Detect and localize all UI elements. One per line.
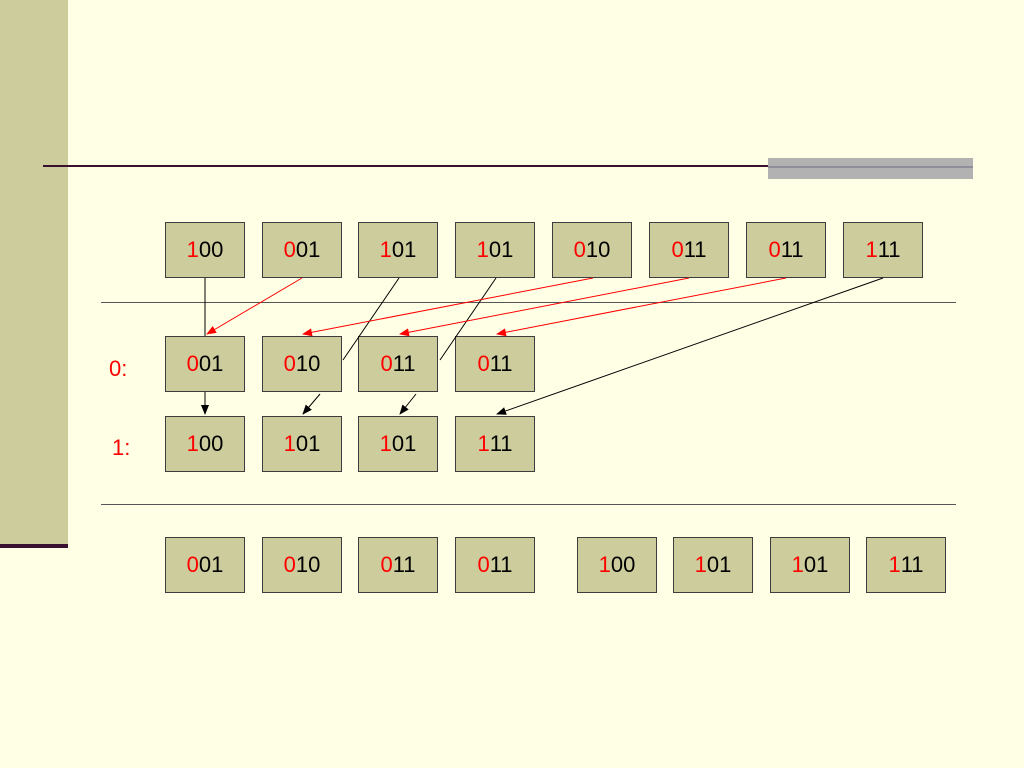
rest-bits: 01 xyxy=(706,552,732,577)
rest-bits: 10 xyxy=(295,552,321,577)
rest-bits: 01 xyxy=(803,552,829,577)
lead-bit: 0 xyxy=(477,351,490,376)
lead-bit: 0 xyxy=(768,237,781,262)
arrow-line xyxy=(302,277,594,337)
bucket-0-label: 0: xyxy=(109,356,128,381)
title-rule xyxy=(43,165,769,167)
rest-bits: 11 xyxy=(489,351,513,376)
rest-bits: 00 xyxy=(198,431,224,456)
rest-bits: 01 xyxy=(198,552,224,577)
lead-bit: 0 xyxy=(186,351,199,376)
lead-bit: 0 xyxy=(380,351,393,376)
rest-bits: 01 xyxy=(295,237,321,262)
rest-bits: 11 xyxy=(489,552,513,577)
lead-bit: 0 xyxy=(283,237,296,262)
rest-bits: 00 xyxy=(198,237,224,262)
lead-bit: 1 xyxy=(477,431,490,456)
lead-bit: 1 xyxy=(888,552,901,577)
rest-bits: 11 xyxy=(392,552,416,577)
arrow-line xyxy=(302,393,321,415)
rest-bits: 11 xyxy=(900,552,924,577)
bucket-1-label: 1: xyxy=(112,435,131,460)
lead-bit: 0 xyxy=(380,552,393,577)
title-accent-line xyxy=(768,166,973,168)
lead-bit: 1 xyxy=(476,237,489,262)
lead-bit: 1 xyxy=(283,431,296,456)
sidebar-decoration xyxy=(0,0,68,548)
arrow-line xyxy=(496,277,884,415)
lead-bit: 1 xyxy=(598,552,611,577)
lead-bit: 1 xyxy=(186,237,199,262)
lead-bit: 0 xyxy=(283,351,296,376)
lead-bit: 1 xyxy=(379,431,392,456)
rest-bits: 01 xyxy=(488,237,514,262)
lead-bit: 0 xyxy=(283,552,296,577)
rest-bits: 00 xyxy=(610,552,636,577)
arrow-line xyxy=(496,277,787,337)
arrow-line xyxy=(206,277,303,335)
title-accent-bar xyxy=(768,158,973,179)
lead-bit: 0 xyxy=(477,552,490,577)
lead-bit: 1 xyxy=(791,552,804,577)
rest-bits: 01 xyxy=(391,431,417,456)
rest-bits: 01 xyxy=(295,431,321,456)
separator-bottom xyxy=(101,504,956,505)
arrow-line xyxy=(439,277,497,361)
rest-bits: 01 xyxy=(391,237,417,262)
lead-bit: 0 xyxy=(573,237,586,262)
rest-bits: 11 xyxy=(392,351,416,376)
rest-bits: 11 xyxy=(683,237,707,262)
rest-bits: 01 xyxy=(198,351,224,376)
arrow-line xyxy=(399,277,690,337)
rest-bits: 11 xyxy=(489,431,513,456)
lead-bit: 1 xyxy=(865,237,878,262)
rest-bits: 11 xyxy=(780,237,804,262)
separator-top xyxy=(101,302,956,303)
rest-bits: 10 xyxy=(585,237,611,262)
arrow-line xyxy=(399,393,417,415)
rest-bits: 11 xyxy=(877,237,901,262)
rest-bits: 10 xyxy=(295,351,321,376)
lead-bit: 0 xyxy=(671,237,684,262)
lead-bit: 1 xyxy=(694,552,707,577)
lead-bit: 1 xyxy=(186,431,199,456)
arrow-line xyxy=(342,277,400,361)
lead-bit: 1 xyxy=(379,237,392,262)
sidebar-rule xyxy=(0,544,68,548)
lead-bit: 0 xyxy=(186,552,199,577)
